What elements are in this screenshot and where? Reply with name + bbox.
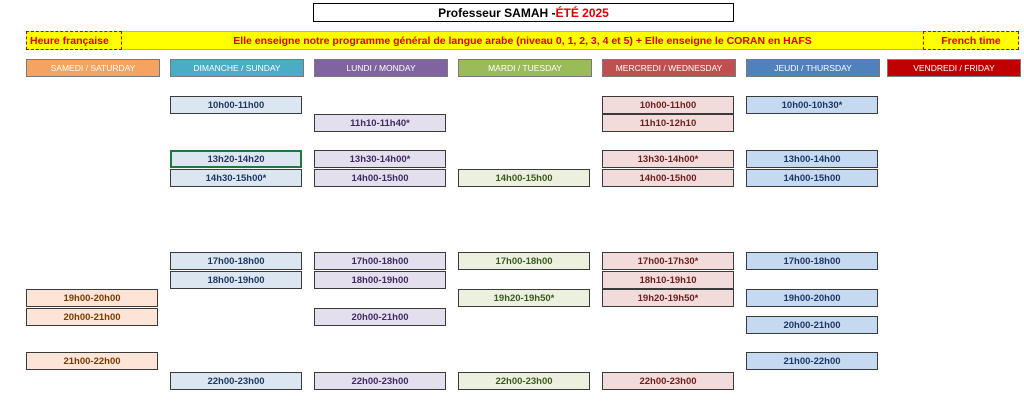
time-slot[interactable]: 19h00-20h00 (26, 289, 158, 307)
time-slot[interactable]: 17h00-18h00 (170, 252, 302, 270)
time-slot[interactable]: 19h20-19h50* (602, 289, 734, 307)
info-banner: Heure française Elle enseigne notre prog… (26, 31, 1019, 50)
time-slot[interactable]: 14h00-15h00 (602, 169, 734, 187)
time-slot[interactable]: 22h00-23h00 (314, 372, 446, 390)
time-slot[interactable]: 10h00-10h30* (746, 96, 878, 114)
day-header-lundi: LUNDI / MONDAY (314, 59, 448, 77)
time-slot[interactable]: 20h00-21h00 (26, 308, 158, 326)
day-header-samedi: SAMEDI / SATURDAY (26, 59, 160, 77)
day-header-mardi: MARDI / TUESDAY (458, 59, 592, 77)
time-slot[interactable]: 13h30-14h00* (602, 150, 734, 168)
title-prefix: Professeur SAMAH - (438, 5, 556, 20)
time-slot[interactable]: 22h00-23h00 (602, 372, 734, 390)
day-header-mercredi: MERCREDI / WEDNESDAY (602, 59, 736, 77)
time-slot[interactable]: 14h00-15h00 (314, 169, 446, 187)
time-slot[interactable]: 20h00-21h00 (314, 308, 446, 326)
time-slot[interactable]: 17h00-18h00 (458, 252, 590, 270)
time-slot[interactable]: 17h00-17h30* (602, 252, 734, 270)
time-slot[interactable]: 19h00-20h00 (746, 289, 878, 307)
time-slot[interactable]: 14h30-15h00* (170, 169, 302, 187)
time-slot[interactable]: 17h00-18h00 (746, 252, 878, 270)
time-slot[interactable]: 20h00-21h00 (746, 316, 878, 334)
time-slot[interactable]: 11h10-11h40* (314, 114, 446, 132)
time-slot[interactable]: 21h00-22h00 (746, 352, 878, 370)
day-header-jeudi: JEUDI / THURSDAY (746, 59, 880, 77)
time-slot[interactable]: 10h00-11h00 (602, 96, 734, 114)
time-slot[interactable]: 22h00-23h00 (458, 372, 590, 390)
time-slot[interactable]: 13h30-14h00* (314, 150, 446, 168)
time-slot[interactable]: 18h00-19h00 (170, 271, 302, 289)
french-time-label-right: French time (923, 31, 1019, 50)
time-slot-selected[interactable]: 13h20-14h20 (170, 150, 302, 168)
program-description: Elle enseigne notre programme général de… (122, 31, 923, 50)
day-header-dimanche: DIMANCHE / SUNDAY (170, 59, 304, 77)
time-slot[interactable]: 13h00-14h00 (746, 150, 878, 168)
time-slot[interactable]: 18h10-19h10 (602, 271, 734, 289)
time-slot[interactable]: 14h00-15h00 (746, 169, 878, 187)
day-header-vendredi: VENDREDI / FRIDAY (887, 59, 1021, 77)
time-slot[interactable]: 19h20-19h50* (458, 289, 590, 307)
time-slot[interactable]: 11h10-12h10 (602, 114, 734, 132)
time-slot[interactable]: 17h00-18h00 (314, 252, 446, 270)
schedule-title: Professeur SAMAH - ÉTÉ 2025 (313, 3, 734, 22)
time-slot[interactable]: 18h00-19h00 (314, 271, 446, 289)
time-slot[interactable]: 14h00-15h00 (458, 169, 590, 187)
title-season: ÉTÉ 2025 (555, 5, 609, 20)
time-slot[interactable]: 21h00-22h00 (26, 352, 158, 370)
time-slot[interactable]: 22h00-23h00 (170, 372, 302, 390)
time-slot[interactable]: 10h00-11h00 (170, 96, 302, 114)
french-time-label-left: Heure française (26, 31, 122, 50)
